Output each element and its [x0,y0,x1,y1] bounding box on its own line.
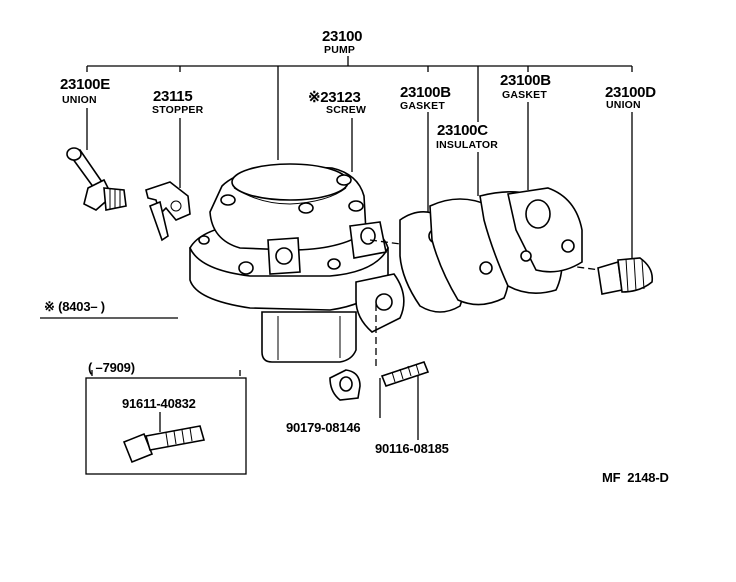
stud-part-number: 90116-08185 [375,441,449,456]
callout-gasket-1-number: 23100B [400,84,451,101]
callout-insulator-number: 23100C [437,122,488,139]
callout-union-d-name: UNION [606,99,641,111]
callout-union-e-number: 23100E [60,76,110,93]
callout-screw-number: ※23123 [308,89,361,106]
callout-stopper-name: STOPPER [152,104,204,116]
callout-gasket-2-name: GASKET [502,89,547,101]
pump-leader-bracket [86,56,633,160]
stud-part [380,361,430,387]
figure-reference: MF 2148-D [602,470,669,485]
callout-gasket-1-name: GASKET [400,100,445,112]
stopper-part [145,181,191,242]
callout-union-e-name: UNION [62,94,97,106]
range-note: ※ (8403– ) [44,299,105,314]
callout-leaders [86,102,633,440]
inset-box [85,370,247,475]
callout-stopper-number: 23115 [153,88,193,105]
callout-pump-name: PUMP [324,44,356,56]
callout-union-d-number: 23100D [605,84,656,101]
inset-range: ( –7909) [88,360,135,375]
union-e-part [66,147,127,211]
pump-body [189,163,601,370]
callout-pump-number: 23100 [322,28,363,45]
callout-gasket-2-number: 23100B [500,72,551,89]
nut-part [329,369,361,401]
callout-screw-name: SCREW [326,104,367,116]
union-d-part [597,257,654,295]
nut-part-number: 90179-08146 [286,420,361,435]
inset-part-number: 91611-40832 [122,396,196,411]
gasket-insulator-stack [399,187,583,313]
callout-insulator-name: INSULATOR [436,139,499,151]
